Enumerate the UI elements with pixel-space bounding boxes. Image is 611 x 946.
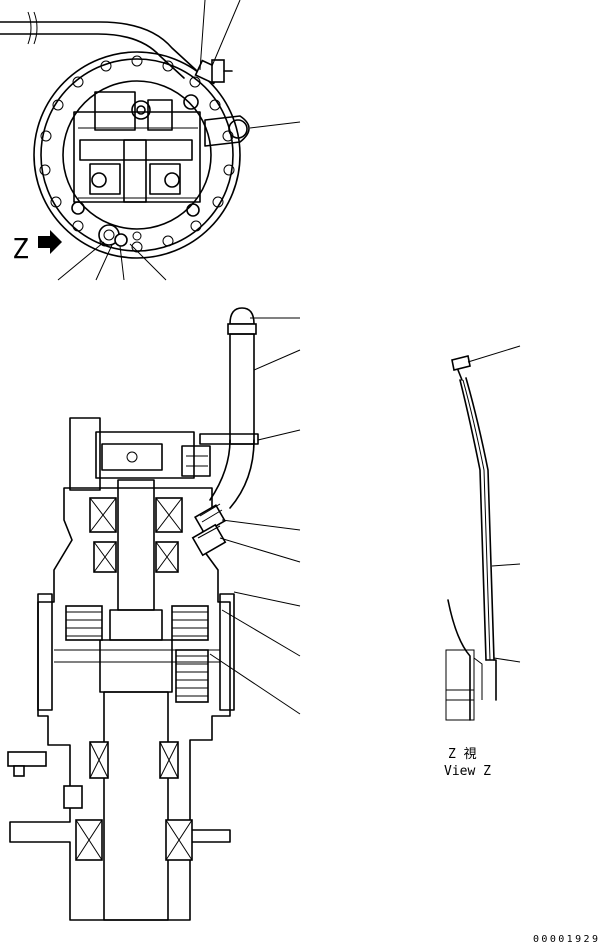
ring-gear-left — [37, 593, 53, 711]
drain-fitting — [98, 224, 142, 247]
breather-cap — [229, 307, 255, 325]
housing-outer-ring — [33, 51, 241, 259]
view-letter: Z — [12, 232, 29, 265]
housing-block-left — [69, 417, 101, 491]
main-casing — [9, 487, 231, 921]
dipstick-cap — [451, 355, 471, 371]
view-z-marker: Z — [12, 230, 62, 265]
view-caption-english: View Z — [444, 764, 491, 779]
dipstick-tube — [459, 379, 487, 661]
inner-mechanism — [71, 91, 201, 217]
breather-tube — [229, 333, 255, 445]
top-pipe — [0, 21, 197, 71]
view-z-detail — [445, 345, 521, 721]
ring-gear-right — [219, 593, 235, 711]
arrow-right-icon — [38, 230, 62, 254]
drawing-number: 00001929 — [533, 934, 600, 945]
view-caption-japanese: Z 視 — [448, 747, 477, 762]
bearing-set — [65, 497, 209, 861]
output-shaft — [103, 691, 169, 921]
grease-fitting — [7, 751, 47, 767]
section-view — [7, 307, 301, 921]
bracket-ear — [204, 115, 250, 147]
top-end-view — [0, 0, 301, 281]
drive-shaft — [117, 479, 155, 611]
top-fitting — [194, 59, 233, 85]
elbow-fitting — [191, 503, 227, 557]
leader — [199, 0, 206, 71]
